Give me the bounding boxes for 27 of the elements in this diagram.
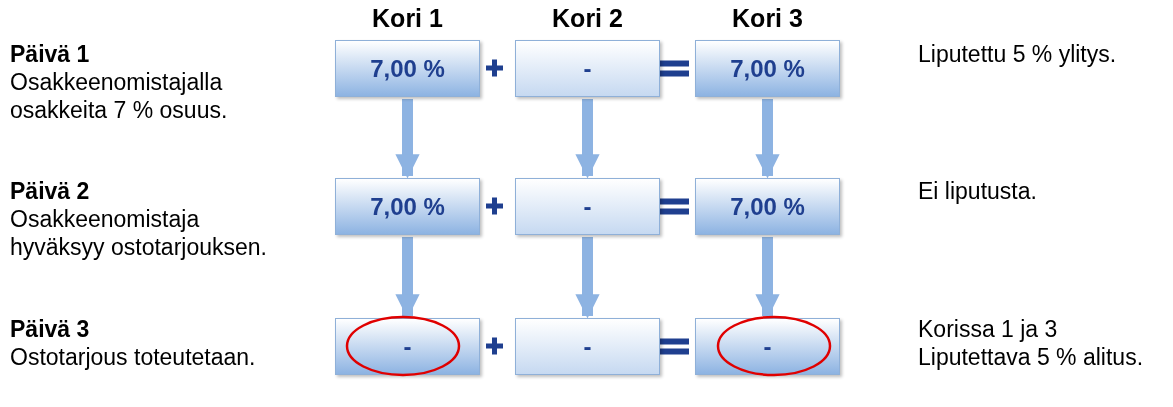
column-header: Kori 1 <box>371 4 444 32</box>
value-box: 7,00 % <box>335 40 480 97</box>
column-header: Kori 3 <box>731 4 804 32</box>
day-description: Osakkeenomistajalla osakkeita 7 % osuus. <box>10 68 229 124</box>
day-description: Osakkeenomistaja hyväksyy ostotarjouksen. <box>10 205 268 261</box>
outcome-note: Liputettu 5 % ylitys. <box>918 40 1118 68</box>
arrow <box>575 237 600 319</box>
value-box: - <box>335 318 480 375</box>
value-box: 7,00 % <box>335 178 480 235</box>
outcome-note: Korissa 1 ja 3 Liputettava 5 % alitus. <box>918 315 1145 371</box>
arrow <box>575 99 600 179</box>
arrow <box>395 99 420 179</box>
column-header: Kori 2 <box>551 4 624 32</box>
arrow <box>395 237 420 319</box>
day-heading: Päivä 3 <box>10 315 91 343</box>
value-box: - <box>515 318 660 375</box>
value-box: - <box>695 318 840 375</box>
value-box: - <box>515 178 660 235</box>
day-heading: Päivä 2 <box>10 177 91 205</box>
arrow <box>755 237 780 319</box>
value-box: - <box>515 40 660 97</box>
outcome-note: Ei liputusta. <box>918 177 1038 205</box>
day-description: Ostotarjous toteutetaan. <box>10 343 257 371</box>
value-box: 7,00 % <box>695 178 840 235</box>
value-box: 7,00 % <box>695 40 840 97</box>
arrow <box>755 99 780 179</box>
day-heading: Päivä 1 <box>10 40 91 68</box>
